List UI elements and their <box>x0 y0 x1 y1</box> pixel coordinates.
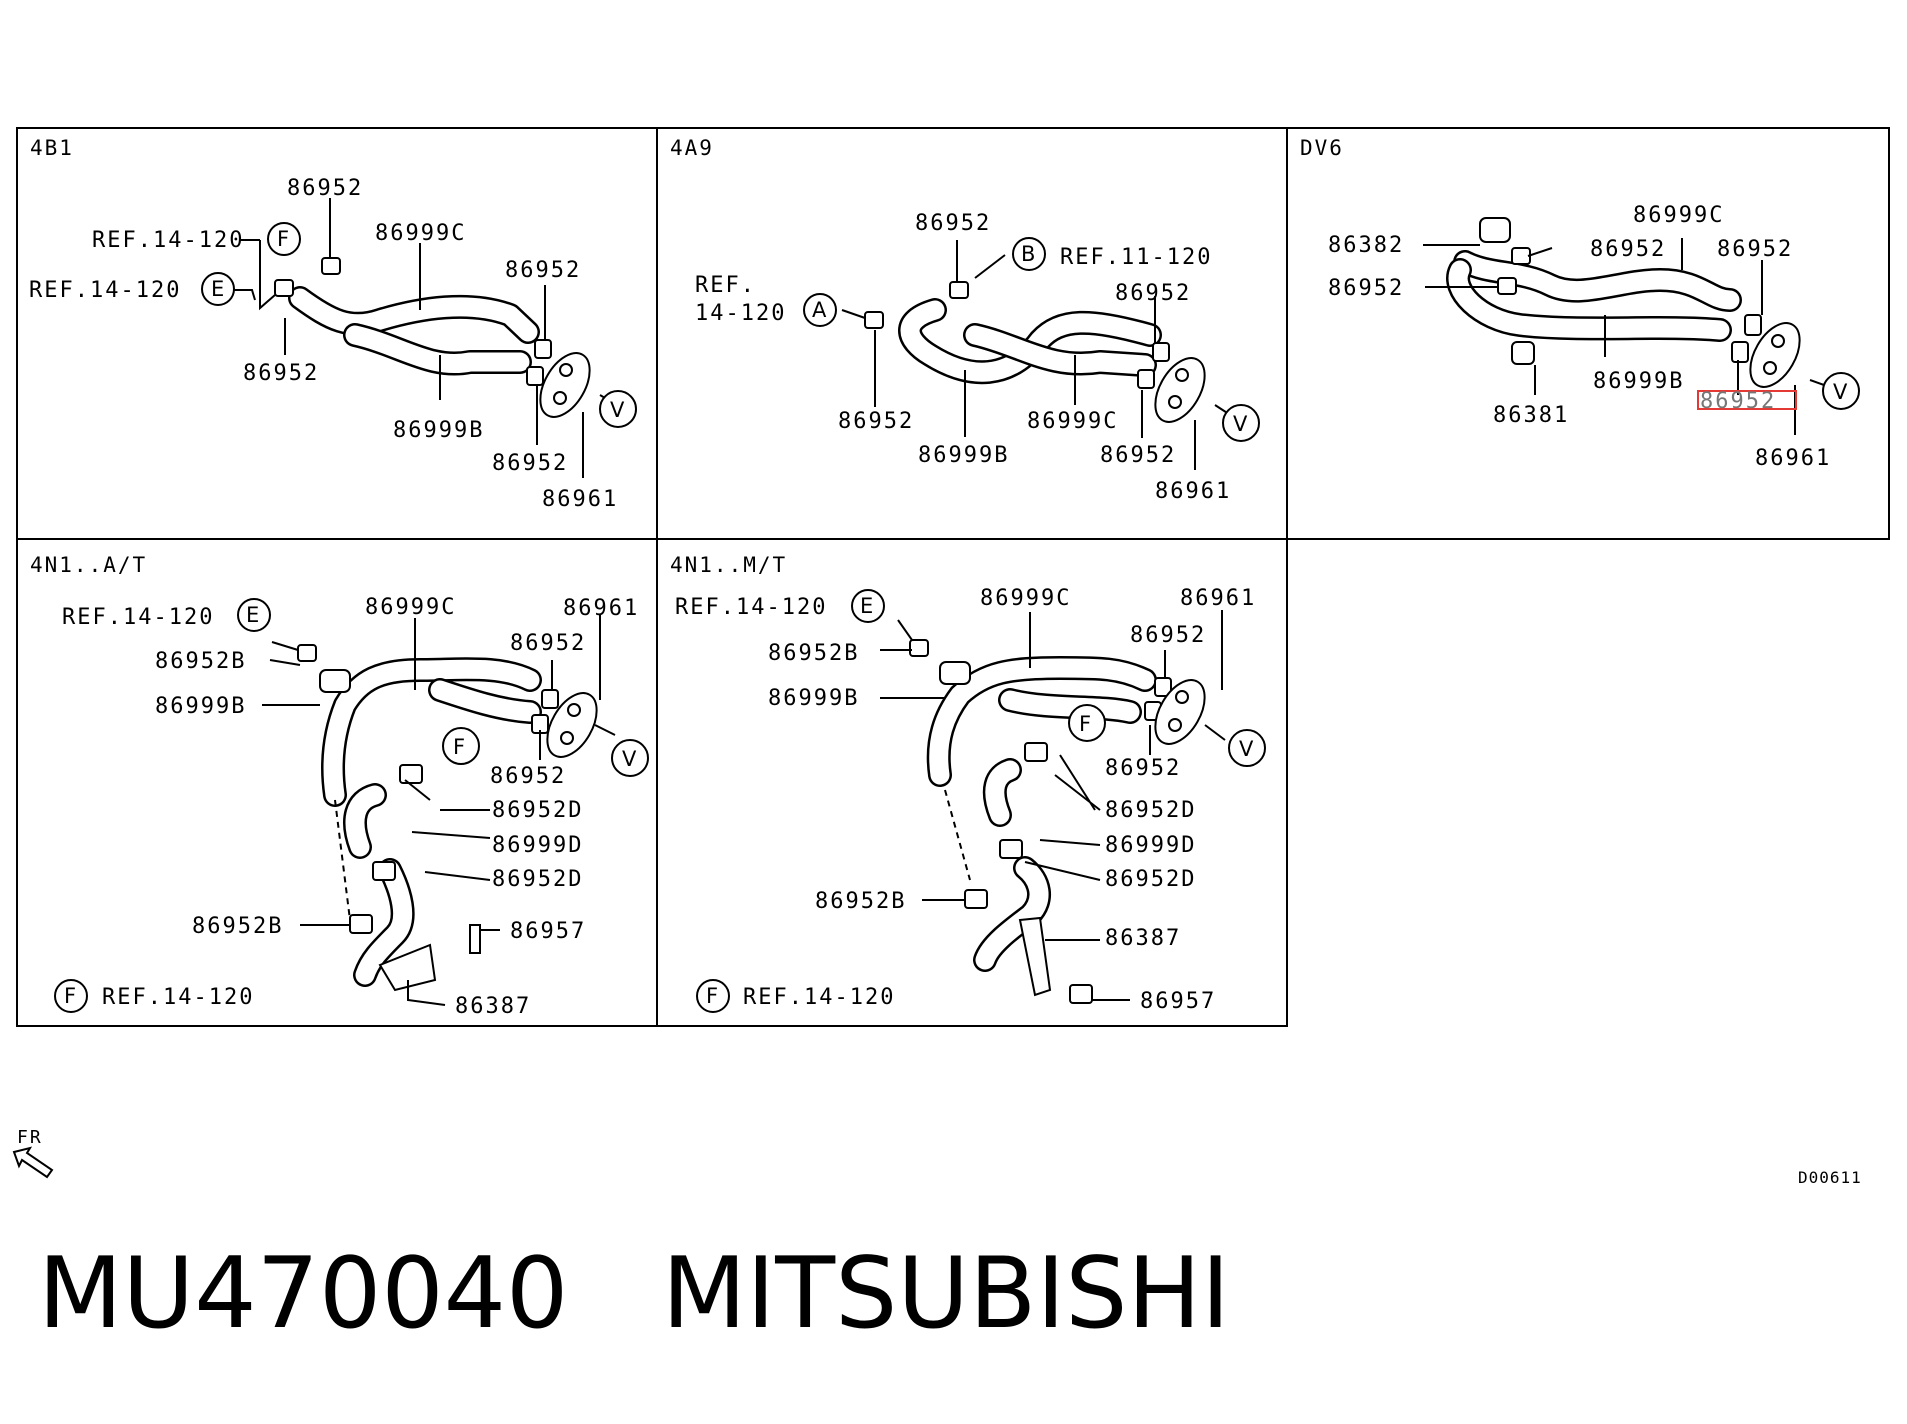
flange-gasket <box>1154 679 1206 745</box>
label-86999d: 86999D <box>1105 833 1196 858</box>
label-86957: 86957 <box>510 919 586 944</box>
label-86382: 86382 <box>1328 233 1404 258</box>
flange-gasket <box>539 352 591 418</box>
panel-title: 4N1..M/T <box>670 553 787 577</box>
label-86999b: 86999B <box>1593 369 1684 394</box>
panel-4n1-mt: 4N1..M/T E F V F REF.14-120 86999C 86961 <box>670 553 1266 1014</box>
label-86999c: 86999C <box>1027 409 1118 434</box>
label-86999c: 86999C <box>365 595 456 620</box>
label-ref: 14-120 <box>695 301 786 326</box>
label-ref: REF.14-120 <box>29 278 181 303</box>
callout-F: F <box>453 735 465 759</box>
callout-V: V <box>622 747 637 771</box>
label-86952: 86952 <box>243 361 319 386</box>
label-86999b: 86999B <box>768 686 859 711</box>
callout-E: E <box>211 277 224 301</box>
callout-B: B <box>1021 242 1035 266</box>
svg-text:FR: FR <box>17 1127 43 1148</box>
panel-title: 4N1..A/T <box>30 553 147 577</box>
flange-gasket <box>1154 357 1206 423</box>
label-86952d: 86952D <box>1105 867 1196 892</box>
label-86999c: 86999C <box>1633 203 1724 228</box>
panel-4b1: 4B1 F E V 86952 REF.14-120 86999C 86952 … <box>29 136 637 512</box>
label-86999b: 86999B <box>918 443 1009 468</box>
label-86952: 86952 <box>1130 623 1206 648</box>
panel-title: 4A9 <box>670 136 714 160</box>
label-ref: REF.14-120 <box>743 985 895 1010</box>
label-ref: REF.14-120 <box>62 605 214 630</box>
label-86999c: 86999C <box>375 221 466 246</box>
label-86387: 86387 <box>455 994 531 1019</box>
callout-F: F <box>706 984 718 1008</box>
callout-E: E <box>246 603 259 627</box>
callout-V: V <box>610 398 625 422</box>
label-ref: REF.14-120 <box>92 228 244 253</box>
highlight-box <box>1697 390 1797 410</box>
front-arrow-icon: FR <box>12 1127 54 1179</box>
callout-V: V <box>1833 380 1848 404</box>
label-86952: 86952 <box>492 451 568 476</box>
label-86957: 86957 <box>1140 989 1216 1014</box>
label-86952: 86952 <box>510 631 586 656</box>
label-86999c: 86999C <box>980 586 1071 611</box>
label-86952: 86952 <box>838 409 914 434</box>
label-ref: REF.11-120 <box>1060 245 1212 270</box>
label-86961: 86961 <box>1155 479 1231 504</box>
label-86952: 86952 <box>287 176 363 201</box>
label-86952b: 86952B <box>815 889 906 914</box>
label-86961: 86961 <box>1755 446 1831 471</box>
label-86999b: 86999B <box>155 694 246 719</box>
flange-gasket <box>546 692 598 758</box>
label-86952-highlighted: 86952 <box>1700 389 1776 414</box>
label-86952b: 86952B <box>768 641 859 666</box>
label-86952d: 86952D <box>492 798 583 823</box>
label-86961: 86961 <box>1180 586 1256 611</box>
label-ref: REF.14-120 <box>102 985 254 1010</box>
callout-F: F <box>1079 712 1091 736</box>
diagram-code: D00611 <box>1798 1168 1862 1187</box>
label-86387: 86387 <box>1105 926 1181 951</box>
callout-V: V <box>1239 737 1254 761</box>
panel-dv6: DV6 V 86999C 86382 86952 86952 86952 869… <box>1300 136 1860 471</box>
label-86952: 86952 <box>490 764 566 789</box>
label-86999b: 86999B <box>393 418 484 443</box>
label-86952: 86952 <box>505 258 581 283</box>
label-86952: 86952 <box>1590 237 1666 262</box>
label-86952b: 86952B <box>192 914 283 939</box>
label-86952b: 86952B <box>155 649 246 674</box>
callout-F: F <box>64 984 76 1008</box>
label-86952: 86952 <box>1328 276 1404 301</box>
label-ref: REF.14-120 <box>675 595 827 620</box>
label-86952: 86952 <box>1115 281 1191 306</box>
label-86952: 86952 <box>1717 237 1793 262</box>
panel-title: DV6 <box>1300 136 1344 160</box>
part-title: MU470040 MITSUBISHI <box>38 1237 1231 1351</box>
callout-F: F <box>277 227 289 251</box>
label-86952: 86952 <box>915 211 991 236</box>
callout-V: V <box>1233 412 1248 436</box>
label-86381: 86381 <box>1493 403 1569 428</box>
label-86952d: 86952D <box>492 867 583 892</box>
callout-E: E <box>860 594 873 618</box>
label-86952: 86952 <box>1105 756 1181 781</box>
panel-title: 4B1 <box>30 136 74 160</box>
panel-frames <box>16 127 1890 1027</box>
flange-gasket <box>1749 322 1801 388</box>
label-86952d: 86952D <box>1105 798 1196 823</box>
label-86999d: 86999D <box>492 833 583 858</box>
label-86961: 86961 <box>563 596 639 621</box>
label-86952: 86952 <box>1100 443 1176 468</box>
callout-A: A <box>812 298 827 322</box>
label-ref: REF. <box>695 273 756 298</box>
panel-4a9: 4A9 B A V 86952 REF.11-120 REF. 14-120 8… <box>670 136 1260 504</box>
label-86961: 86961 <box>542 487 618 512</box>
panel-4n1-at: 4N1..A/T E F V F REF.14-120 86999C 86961 <box>30 553 649 1019</box>
